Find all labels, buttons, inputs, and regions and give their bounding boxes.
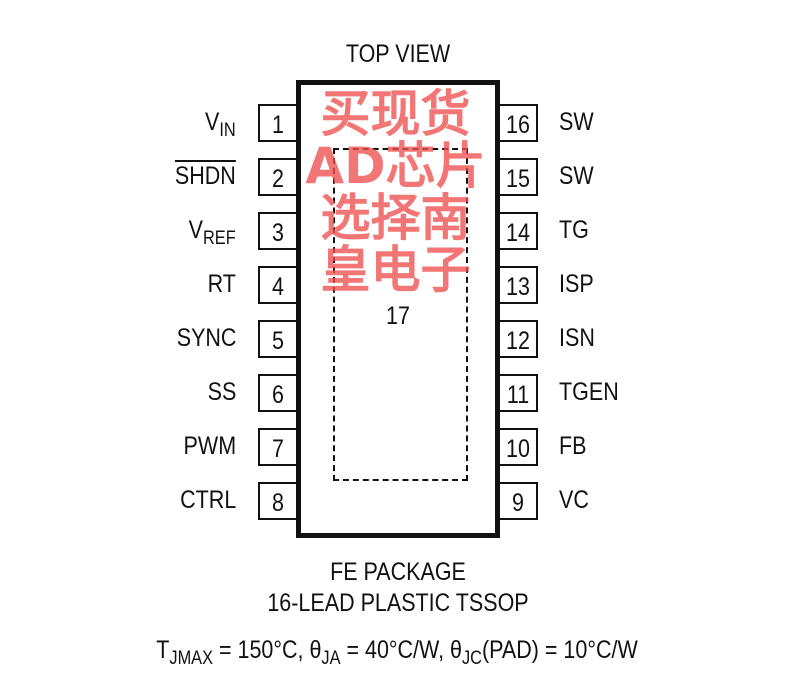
watermark: 买现货AD芯片选择南皇电子 xyxy=(305,85,486,299)
package-description: 16-LEAD PLASTIC TSSOP xyxy=(267,589,529,617)
pin-number: 10 xyxy=(506,435,530,463)
pin-label-right: TG xyxy=(559,216,589,244)
pin-number: 13 xyxy=(506,273,530,301)
pin-label-right: SW xyxy=(559,162,594,190)
pin-label-right: FB xyxy=(559,432,587,460)
pin-name: V xyxy=(188,216,204,244)
pin-label-left: PWM xyxy=(183,434,236,459)
pin-label-left: SHDN xyxy=(175,164,236,189)
pin-name: SHDN xyxy=(175,162,236,190)
pin-box-right: 16 xyxy=(500,104,538,142)
exposed-pad xyxy=(333,148,468,481)
pin-number: 12 xyxy=(506,327,530,355)
pin-name: RT xyxy=(207,270,236,298)
pin-name-sub: IN xyxy=(219,120,236,141)
pin-number: 6 xyxy=(272,381,284,409)
exposed-pad-number: 17 xyxy=(386,302,410,330)
pin-label-left: SYNC xyxy=(176,326,236,351)
pin-number: 4 xyxy=(272,273,284,301)
pin-label-right: ISN xyxy=(559,324,595,352)
pin-label-left: VREF xyxy=(188,216,236,249)
pin-box-left: 5 xyxy=(258,320,296,358)
pin-number: 16 xyxy=(506,111,530,139)
pin-label-left: SS xyxy=(207,380,236,405)
pin-name: V xyxy=(205,108,220,136)
pin-number: 14 xyxy=(506,219,530,247)
pin-name-sub: REF xyxy=(203,228,236,249)
pin-box-right: 14 xyxy=(500,212,538,250)
pin-number: 15 xyxy=(506,165,530,193)
theta-ja-value: = 40°C/W, θ xyxy=(340,636,463,664)
pin-number: 9 xyxy=(512,489,524,517)
pin-box-right: 10 xyxy=(500,428,538,466)
pin-box-left: 6 xyxy=(258,374,296,412)
pin-label-right: ISP xyxy=(559,270,594,298)
pin-number: 5 xyxy=(272,327,284,355)
pin-box-right: 13 xyxy=(500,266,538,304)
pin-box-left: 2 xyxy=(258,158,296,196)
pin-name: PWM xyxy=(183,432,236,460)
pin-box-left: 4 xyxy=(258,266,296,304)
ic-package-body xyxy=(296,80,500,538)
pin-name: CTRL xyxy=(179,486,236,514)
thermal-specs: TJMAX = 150°C, θJA = 40°C/W, θJC(PAD) = … xyxy=(156,636,638,669)
tjmax-sub: JMAX xyxy=(169,648,213,669)
pin-label-left: VIN xyxy=(205,108,236,141)
tjmax-value: = 150°C, θ xyxy=(212,636,322,664)
pin-number: 3 xyxy=(272,219,284,247)
pin-label-right: TGEN xyxy=(559,378,619,406)
pin-name: SYNC xyxy=(176,324,236,352)
pin-number: 2 xyxy=(272,165,284,193)
pin-box-right: 11 xyxy=(500,374,538,412)
top-view-label: TOP VIEW xyxy=(345,40,451,68)
pin-label-left: CTRL xyxy=(180,488,236,513)
pin-box-left: 7 xyxy=(258,428,296,466)
pin-number: 1 xyxy=(272,111,284,139)
pin-number: 7 xyxy=(272,435,284,463)
theta-jc-value: (PAD) = 10°C/W xyxy=(481,636,638,664)
pin-label-left: RT xyxy=(208,272,236,297)
pin-number: 11 xyxy=(506,381,530,409)
pin-box-right: 9 xyxy=(500,482,538,520)
pin-box-left: 8 xyxy=(258,482,296,520)
package-name: FE PACKAGE xyxy=(330,558,466,586)
theta-ja-sub: JA xyxy=(321,648,341,669)
tjmax-symbol: T xyxy=(156,636,170,664)
pin-label-right: SW xyxy=(559,108,594,136)
pin-number: 8 xyxy=(272,489,284,517)
pin-box-right: 12 xyxy=(500,320,538,358)
pin-box-left: 1 xyxy=(258,104,296,142)
pin-box-left: 3 xyxy=(258,212,296,250)
pin-name: SS xyxy=(207,378,236,406)
pin-label-right: VC xyxy=(559,486,589,514)
pin-box-right: 15 xyxy=(500,158,538,196)
theta-jc-sub: JC xyxy=(462,648,482,669)
